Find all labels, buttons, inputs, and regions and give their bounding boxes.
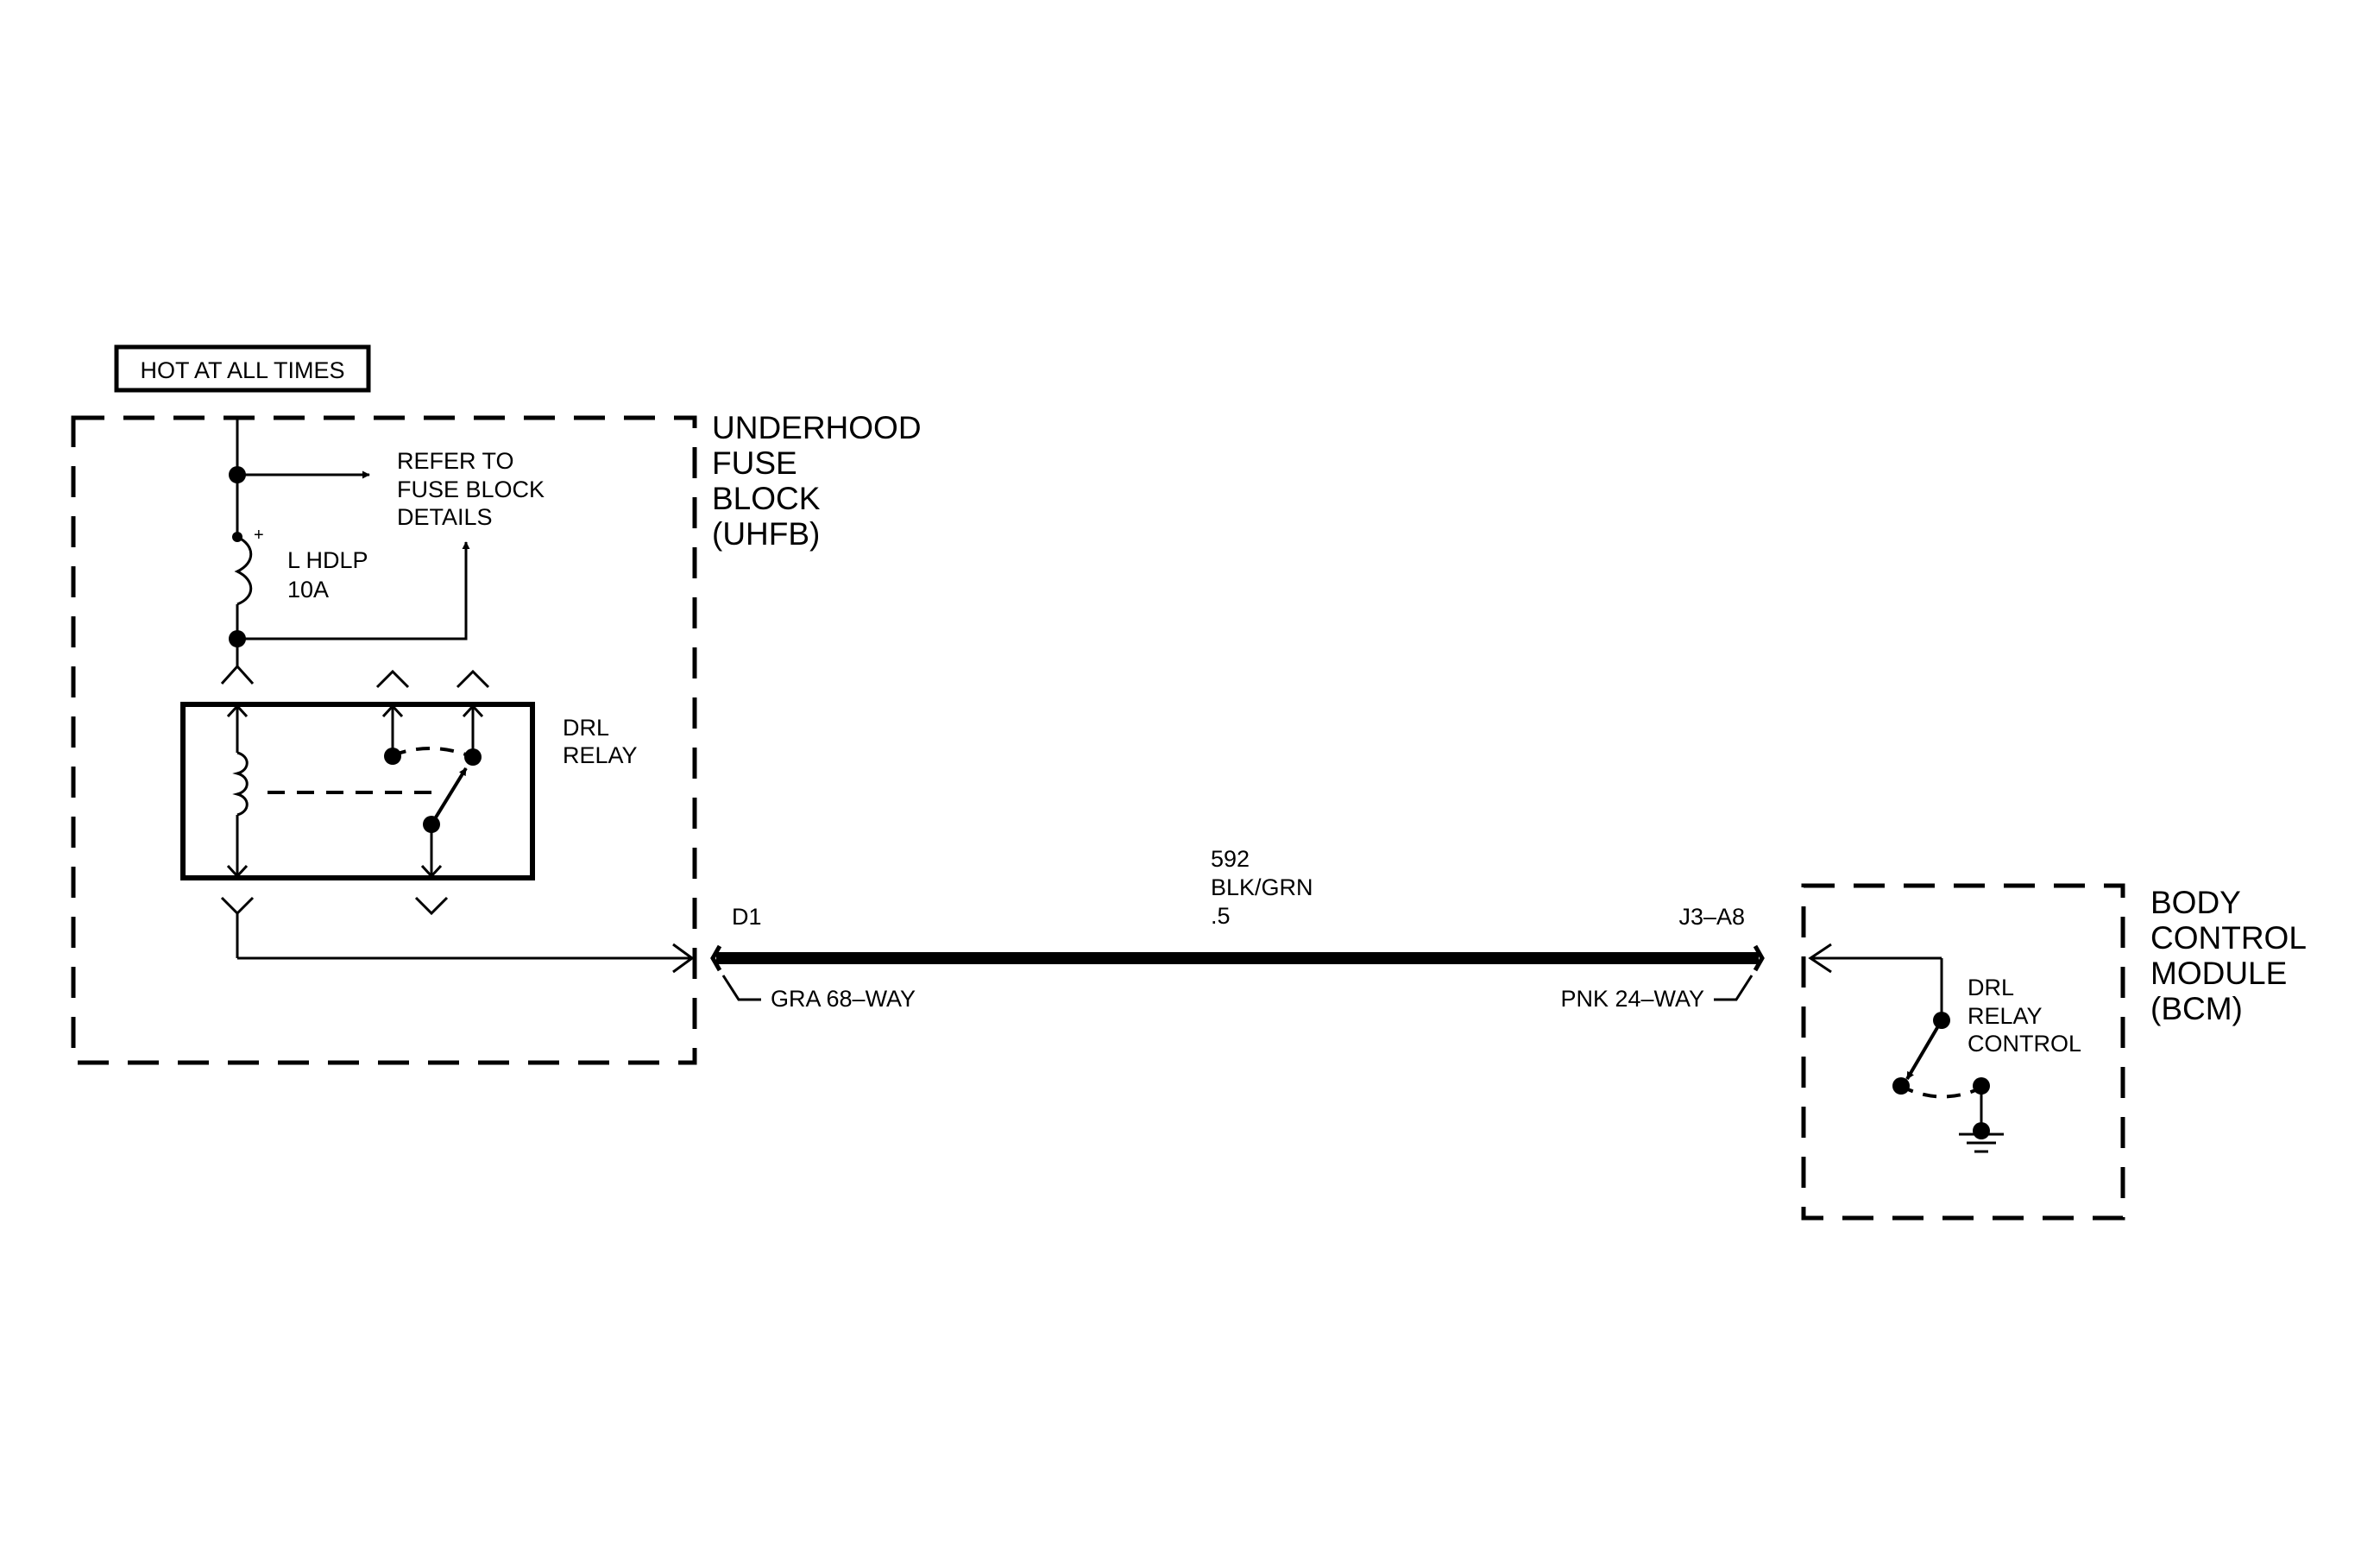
fuse-terminal-top [232, 532, 242, 542]
bcm-title-line-2: CONTROL [2150, 920, 2307, 956]
bcm-title-line-4: (BCM) [2150, 991, 2243, 1026]
bcm-ground-node [1973, 1122, 1990, 1139]
uhfb-enclosure [71, 415, 697, 1065]
drl-relay [180, 669, 535, 916]
left-connector-label: GRA 68–WAY [771, 986, 916, 1012]
left-terminal-label: D1 [732, 904, 762, 930]
relay-contact-nc [384, 748, 401, 765]
bcm-control-line-3: CONTROL [1968, 1031, 2081, 1057]
bcm-ground-contact [1973, 1077, 1990, 1095]
bcm-control-line-1: DRL [1968, 975, 2014, 1000]
uhfb-title-line-4: (UHFB) [712, 516, 820, 552]
fuse-rating: 10A [287, 577, 329, 603]
bcm-enclosure [1801, 883, 2125, 1221]
circuit-number: 592 [1211, 846, 1250, 872]
right-connector-label: PNK 24–WAY [1560, 986, 1704, 1012]
circuit-gauge: .5 [1211, 903, 1231, 929]
relay-contact-no [464, 748, 482, 766]
coil-return-wire [236, 913, 695, 974]
refer-note-line-1: REFER TO [397, 448, 514, 474]
uhfb-title-line-2: FUSE [712, 445, 797, 481]
refer-note-line-3: DETAILS [397, 504, 493, 530]
relay-label: DRL RELAY [563, 715, 638, 768]
uhfb-title-line-3: BLOCK [712, 481, 821, 516]
circuit-color: BLK/GRN [1211, 874, 1313, 900]
power-source-label: HOT AT ALL TIMES [140, 357, 344, 383]
power-source-box: HOT AT ALL TIMES [114, 344, 371, 393]
circuit-label: 592 BLK/GRN .5 [1211, 846, 1313, 929]
fuse-polarity: + [254, 526, 264, 545]
bcm-title: BODY CONTROL MODULE (BCM) [2150, 885, 2307, 1026]
uhfb-title: UNDERHOOD FUSE BLOCK (UHFB) [712, 410, 922, 552]
uhfb-title-line-1: UNDERHOOD [712, 410, 922, 445]
relay-contact-common [423, 816, 440, 833]
fuse-label: + L HDLP 10A [254, 526, 368, 603]
relay-label-line-2: RELAY [563, 742, 638, 768]
bcm-switch-contact [1892, 1077, 1910, 1095]
fuse-name: L HDLP [287, 547, 368, 573]
bcm-control-line-2: RELAY [1968, 1003, 2043, 1029]
circuit-592-wire [710, 944, 1765, 1001]
relay-label-line-1: DRL [563, 715, 609, 741]
bcm-title-line-1: BODY [2150, 885, 2241, 920]
refer-note-line-2: FUSE BLOCK [397, 476, 545, 502]
splice-dot-top [229, 466, 246, 483]
bcm-switch-pivot [1933, 1012, 1950, 1029]
splice-dot-bottom [229, 630, 246, 647]
refer-note: REFER TO FUSE BLOCK DETAILS [397, 448, 545, 530]
bcm-control-label: DRL RELAY CONTROL [1968, 975, 2081, 1057]
right-terminal-label: J3–A8 [1678, 904, 1745, 930]
bcm-title-line-3: MODULE [2150, 956, 2287, 991]
